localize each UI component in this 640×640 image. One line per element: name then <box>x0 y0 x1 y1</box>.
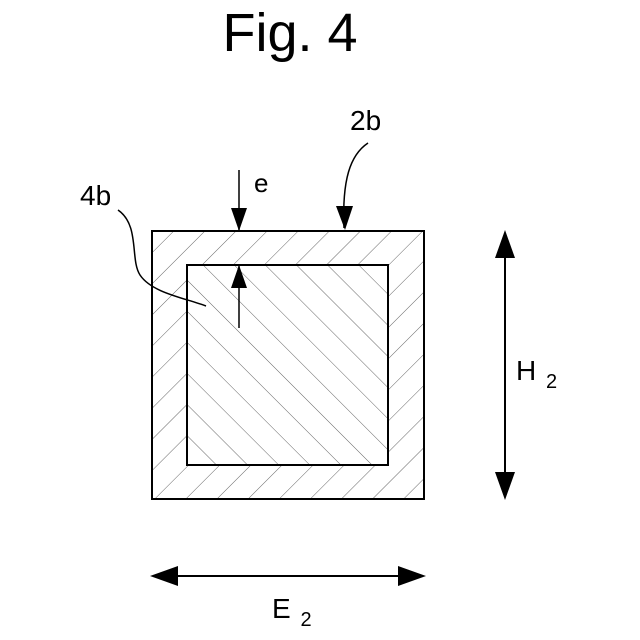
width-label-sub: 2 <box>300 609 311 631</box>
outer-tube-leader-arrow <box>336 206 353 230</box>
height-label: H 2 <box>516 355 557 393</box>
inner-core-label: 4b <box>80 180 111 211</box>
width-dimension <box>150 566 426 586</box>
height-label-main: H <box>516 355 536 386</box>
thickness-label: e <box>254 168 268 198</box>
inner-core-hatch <box>187 265 388 465</box>
height-label-sub: 2 <box>546 371 557 393</box>
width-label: E 2 <box>272 593 312 631</box>
width-label-main: E <box>272 593 291 624</box>
outer-tube-label: 2b <box>350 105 381 136</box>
height-dimension <box>495 230 515 500</box>
